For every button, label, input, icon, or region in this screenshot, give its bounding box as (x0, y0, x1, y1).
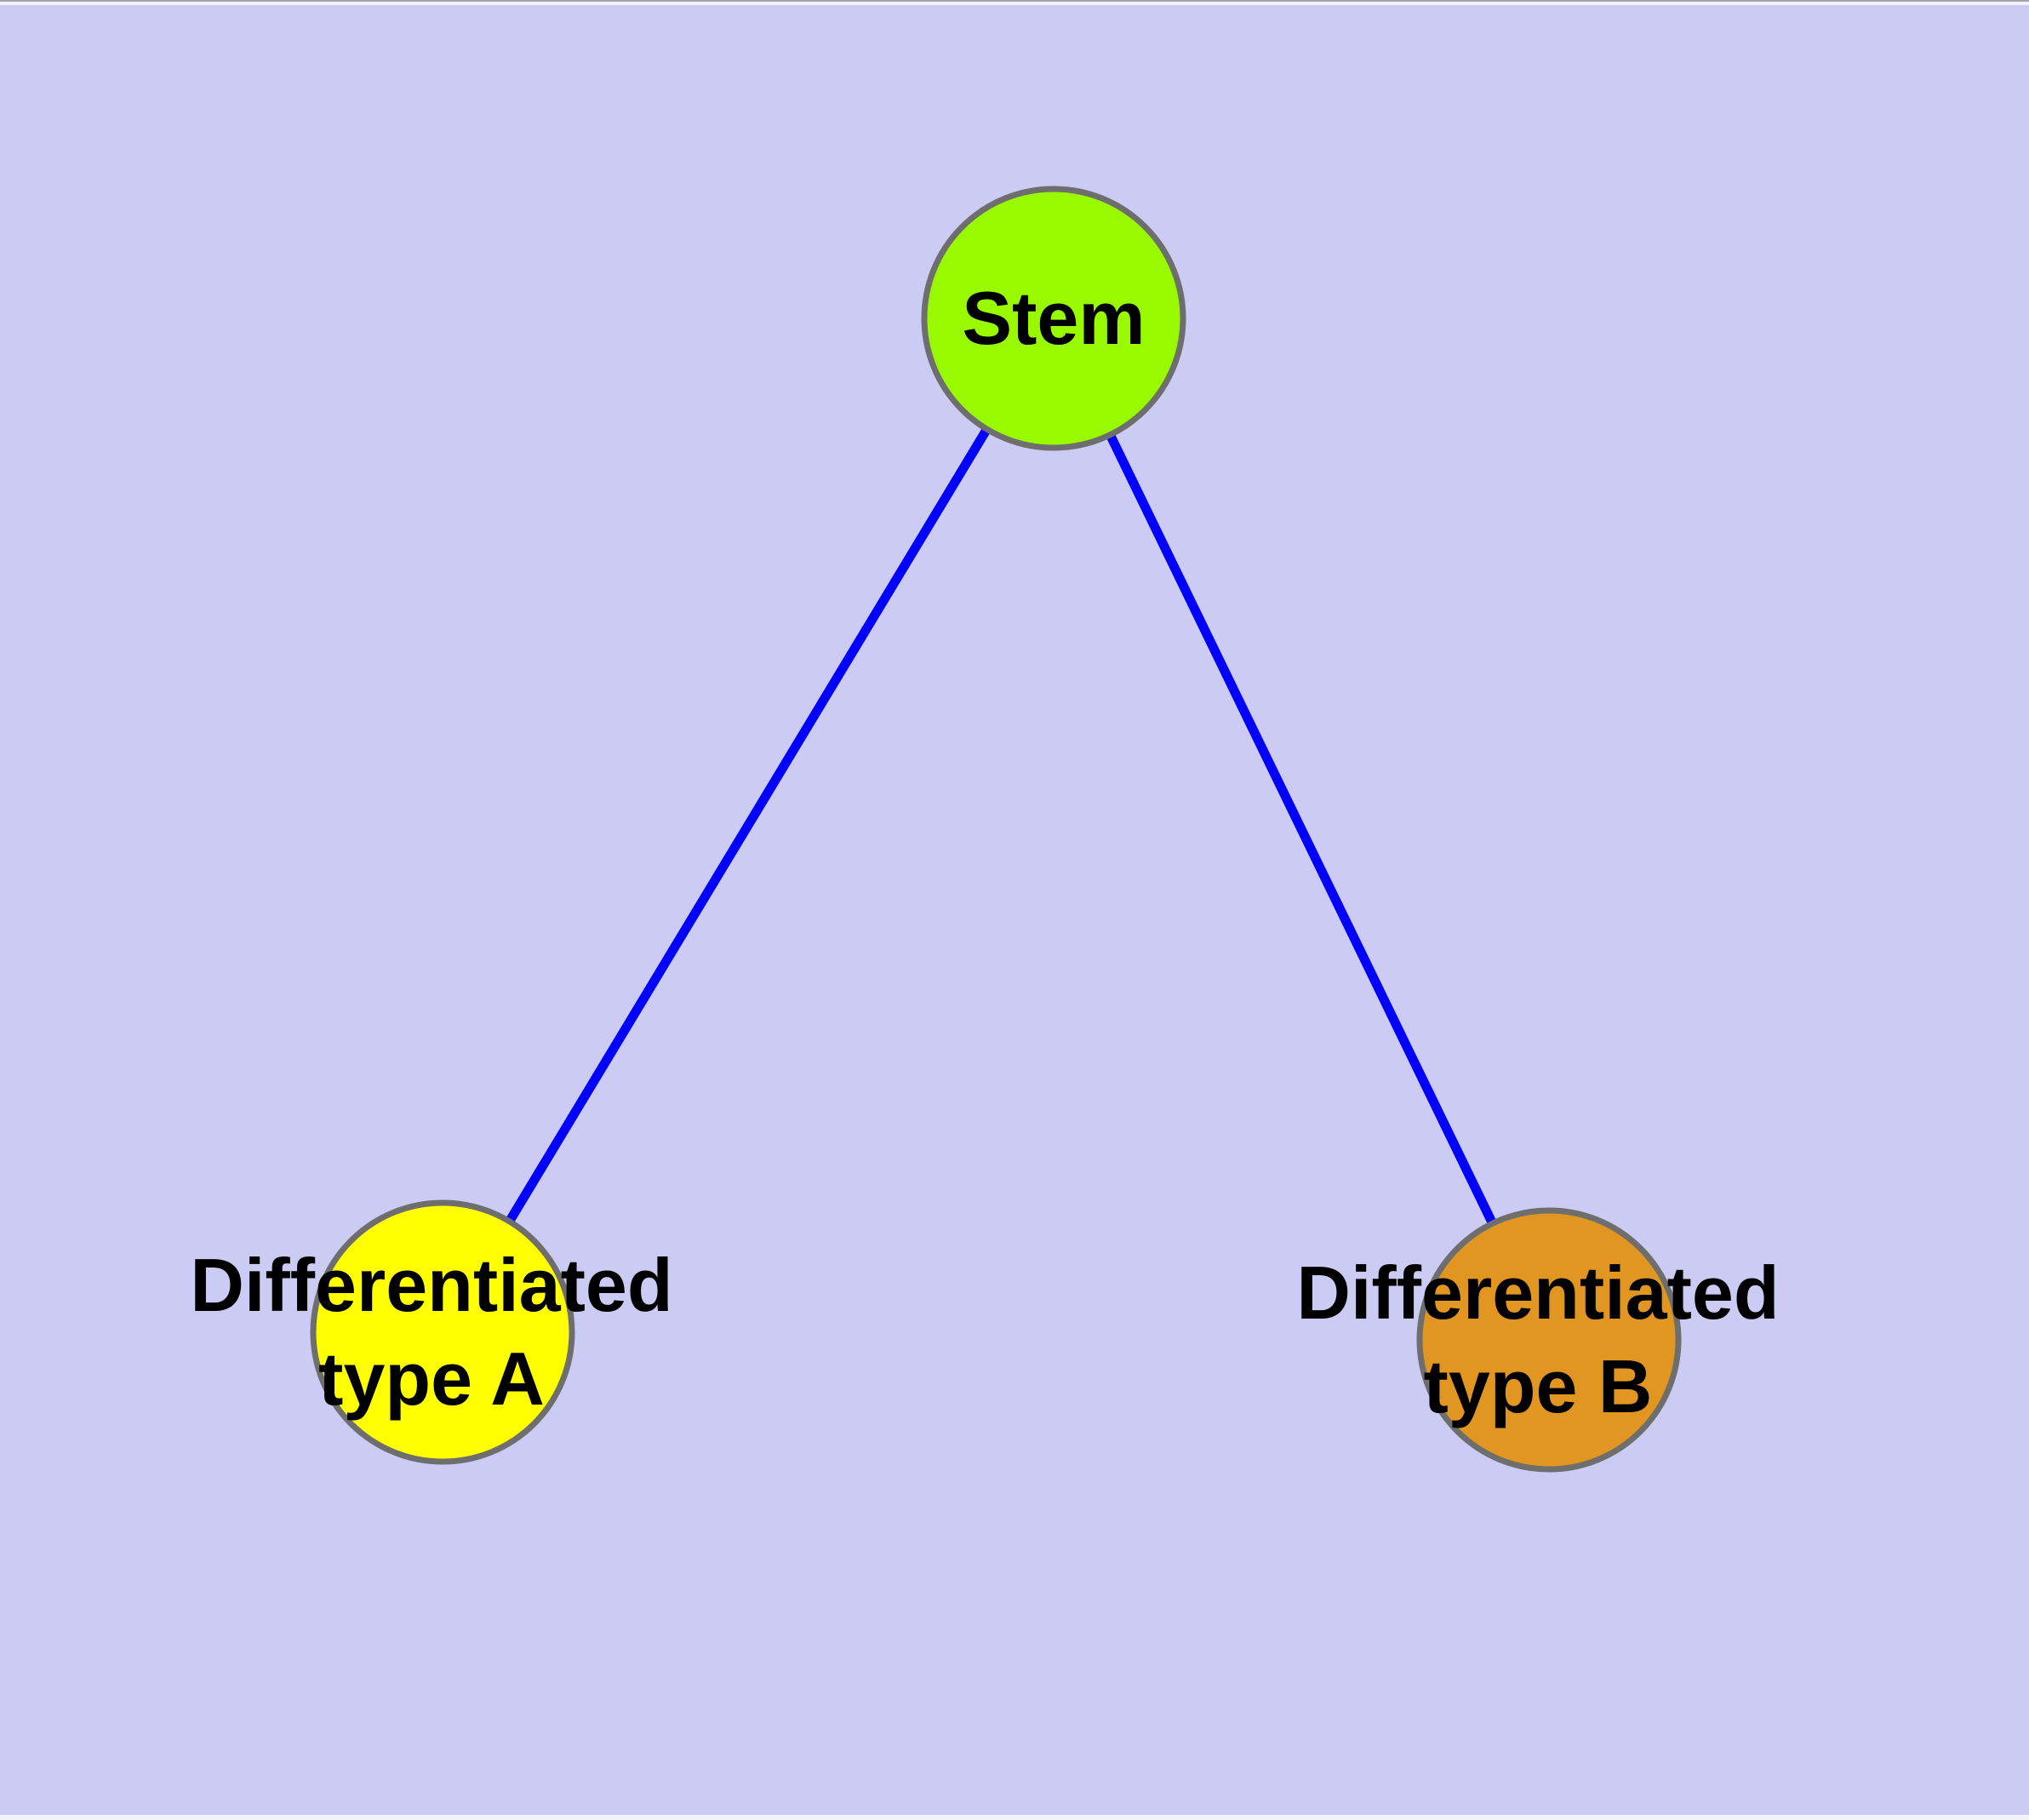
window-top-edge (0, 0, 2029, 2)
type-a-label-line-2: type A (318, 1336, 545, 1421)
type-a-label-line-1: Differentiated (190, 1243, 673, 1327)
differentiated-type-a-node-circle (310, 1199, 575, 1465)
type-b-label-line-2: type B (1423, 1344, 1653, 1428)
stem-node-circle (921, 186, 1186, 451)
edge-stem-to-type-a (438, 316, 1058, 1335)
differentiated-type-a-label: Differentiated type A (190, 1239, 672, 1426)
differentiated-type-b-label: Differentiated type B (1296, 1246, 1779, 1434)
stem-node-label: Stem (962, 272, 1145, 365)
edge-stem-to-type-b (1049, 316, 1553, 1342)
stem-label-line: Stem (962, 276, 1146, 360)
type-b-label-line-1: Differentiated (1296, 1251, 1780, 1335)
differentiated-type-b-node-circle (1416, 1207, 1682, 1473)
